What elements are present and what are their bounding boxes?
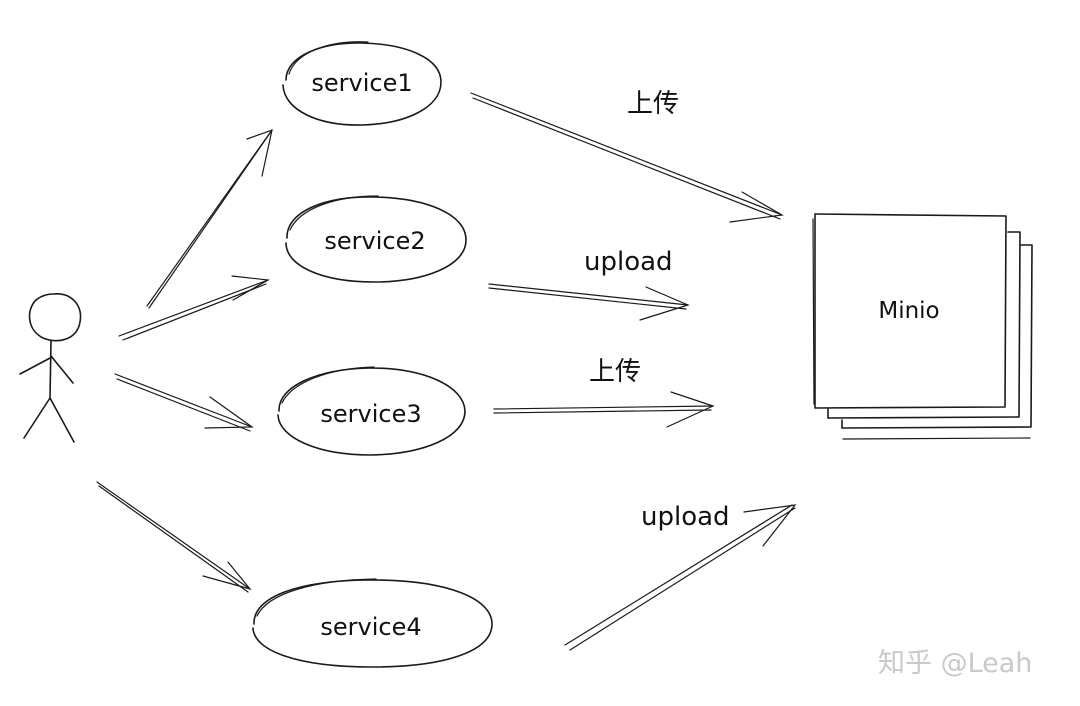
service4-to-minio-arrow [564, 504, 797, 651]
service1-node: service1 [282, 41, 442, 126]
edge-label-service2: upload [584, 247, 673, 277]
watermark-text: 知乎 @Leah [878, 648, 1032, 679]
service1-to-minio-arrow [470, 92, 784, 223]
service2-node: service2 [285, 195, 467, 283]
edge-label-service3: 上传 [589, 357, 641, 387]
service3-to-minio-arrow [493, 391, 715, 428]
actor-to-service2-arrow [118, 275, 270, 341]
service4-node: service4 [252, 578, 493, 668]
actor-to-service1-arrow [146, 129, 273, 309]
service1-label: service1 [311, 69, 412, 97]
edge-label-service4: upload [641, 502, 730, 532]
minio-storage-node: Minio [812, 213, 1033, 440]
service3-node: service3 [277, 366, 466, 456]
service2-to-minio-arrow [488, 283, 690, 321]
service4-label: service4 [320, 613, 421, 641]
actor-to-service4-arrow [96, 481, 252, 593]
service2-label: service2 [324, 227, 425, 255]
edge-label-service1: 上传 [627, 89, 679, 119]
actor-to-service3-arrow [114, 373, 254, 432]
actor-stick-figure [19, 293, 82, 443]
minio-label: Minio [878, 298, 939, 324]
service3-label: service3 [320, 400, 421, 428]
